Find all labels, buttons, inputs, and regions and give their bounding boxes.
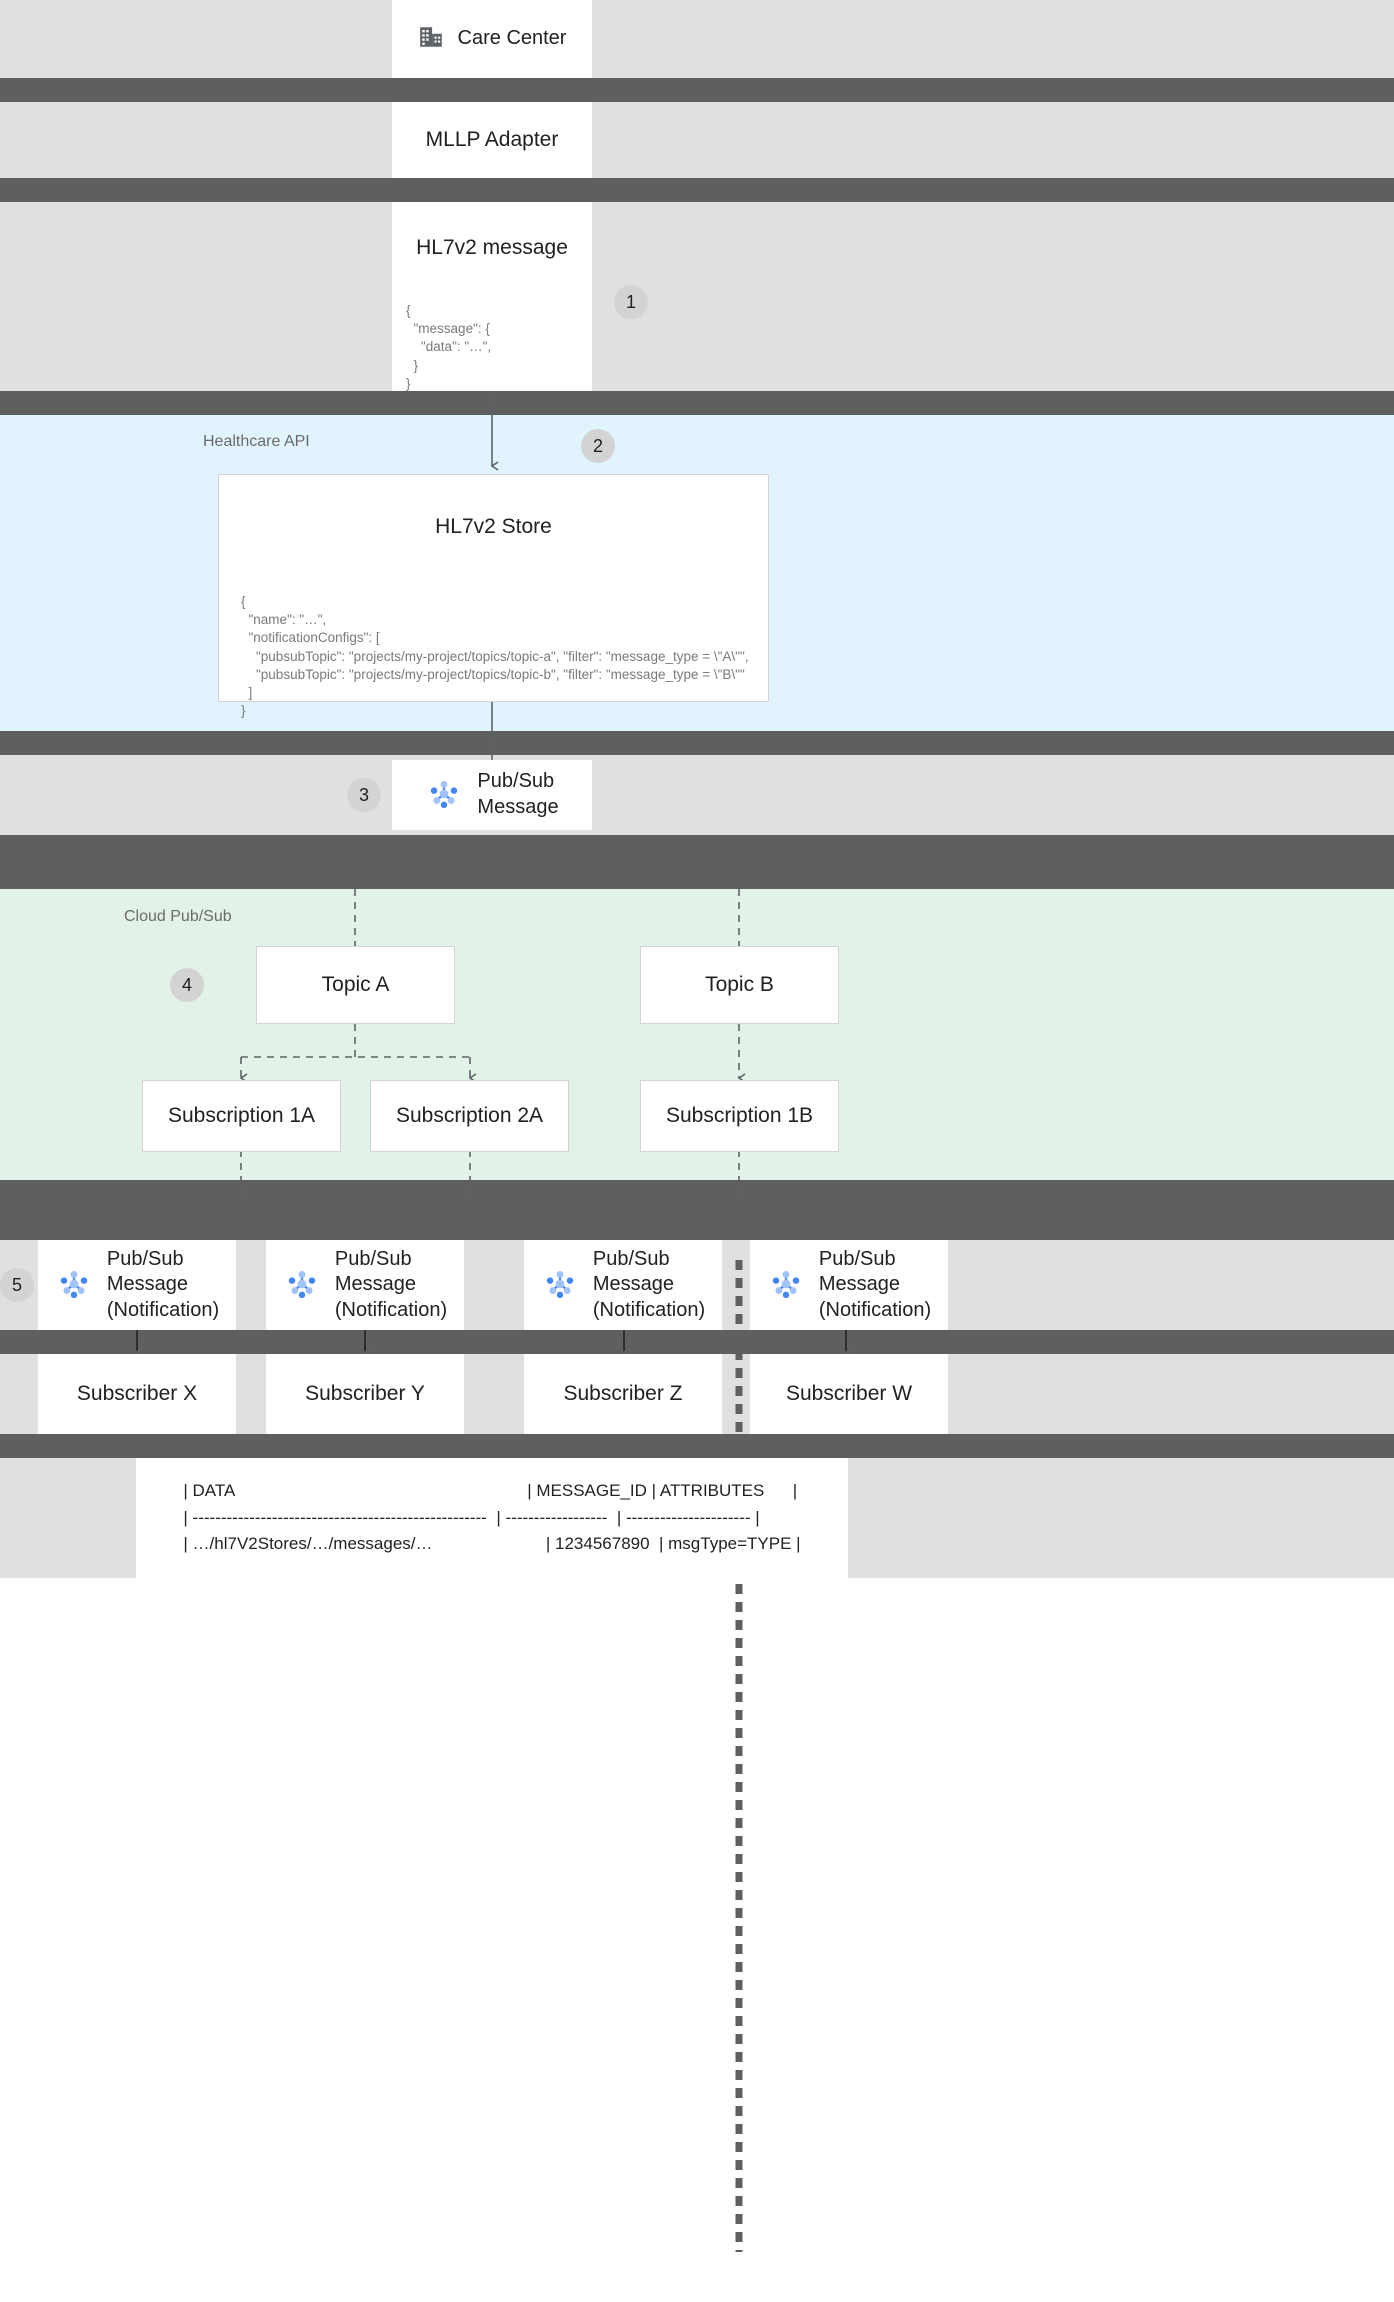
subscriber-z-label: Subscriber Z (563, 1382, 683, 1406)
output-table: | DATA | MESSAGE_ID | ATTRIBUTES | | ---… (136, 1458, 848, 1578)
node-hl7v2-message[interactable]: HL7v2 message { "message": { "data": "…"… (392, 202, 592, 391)
topic-a-label: Topic A (321, 973, 390, 997)
node-notification-z[interactable]: Pub/Sub Message (Notification) (524, 1240, 722, 1330)
badge-3: 3 (347, 778, 381, 812)
pubsub-icon (767, 1264, 805, 1307)
hl7v2-store-code: { "name": "…", "notificationConfigs": [ … (241, 594, 749, 719)
notification-z-label: Pub/Sub Message (Notification) (592, 1247, 706, 1321)
pubsub-icon (541, 1264, 579, 1307)
node-subscriber-y[interactable]: Subscriber Y (266, 1354, 464, 1434)
node-subscription-2a[interactable]: Subscription 2A (370, 1080, 569, 1152)
node-topic-b[interactable]: Topic B (640, 946, 839, 1024)
node-notification-w[interactable]: Pub/Sub Message (Notification) (750, 1240, 948, 1330)
band-footer (0, 1578, 1394, 2302)
band-care-center (0, 0, 1394, 78)
zone-label-cloud-pubsub: Cloud Pub/Sub (124, 908, 232, 925)
subscriber-y-label: Subscriber Y (305, 1382, 425, 1406)
node-notification-x[interactable]: Pub/Sub Message (Notification) (38, 1240, 236, 1330)
subscriber-x-label: Subscriber X (76, 1382, 198, 1406)
hl7v2-message-code: { "message": { "data": "…", } } (406, 303, 492, 391)
notification-y-label: Pub/Sub Message (Notification) (334, 1247, 448, 1321)
badge-1: 1 (614, 285, 648, 319)
pubsub-icon (425, 774, 463, 817)
zone-label-healthcare-api: Healthcare API (203, 433, 310, 450)
node-topic-a[interactable]: Topic A (256, 946, 455, 1024)
subscription-2a-label: Subscription 2A (395, 1104, 544, 1128)
band-hl7-message (0, 202, 1394, 391)
badge-2: 2 (581, 429, 615, 463)
care-center-label: Care Center (457, 27, 567, 50)
badge-4: 4 (170, 968, 204, 1002)
band-pubsub-message (0, 755, 1394, 835)
node-care-center[interactable]: Care Center (392, 0, 592, 78)
node-subscriber-w[interactable]: Subscriber W (750, 1354, 948, 1434)
node-subscription-1b[interactable]: Subscription 1B (640, 1080, 839, 1152)
node-mllp-adapter[interactable]: MLLP Adapter (392, 102, 592, 178)
node-subscriber-x[interactable]: Subscriber X (38, 1354, 236, 1434)
subscription-1b-label: Subscription 1B (665, 1104, 814, 1128)
building-icon (418, 24, 444, 55)
notification-w-label: Pub/Sub Message (Notification) (818, 1247, 932, 1321)
band-divider-1 (0, 78, 1394, 102)
node-subscriber-z[interactable]: Subscriber Z (524, 1354, 722, 1434)
band-divider-3 (0, 391, 1394, 415)
mllp-adapter-label: MLLP Adapter (425, 128, 559, 152)
band-divider-5 (0, 835, 1394, 889)
band-mllp (0, 102, 1394, 178)
hl7v2-store-title: HL7v2 Store (435, 515, 552, 538)
band-divider-8 (0, 1434, 1394, 1458)
node-pubsub-message[interactable]: Pub/Sub Message (392, 760, 592, 830)
band-divider-7 (0, 1330, 1394, 1354)
node-subscription-1a[interactable]: Subscription 1A (142, 1080, 341, 1152)
pubsub-icon (55, 1264, 93, 1307)
band-divider-4 (0, 731, 1394, 755)
topic-b-label: Topic B (705, 973, 774, 997)
band-divider-2 (0, 178, 1394, 202)
node-hl7v2-store[interactable]: HL7v2 Store { "name": "…", "notification… (218, 474, 769, 718)
hl7v2-message-title: HL7v2 message (416, 236, 568, 259)
subscriber-w-label: Subscriber W (785, 1382, 913, 1406)
subscription-1a-label: Subscription 1A (167, 1104, 316, 1128)
node-notification-y[interactable]: Pub/Sub Message (Notification) (266, 1240, 464, 1330)
output-table-text: | DATA | MESSAGE_ID | ATTRIBUTES | | ---… (183, 1481, 801, 1554)
band-divider-6 (0, 1180, 1394, 1240)
pubsub-icon (283, 1264, 321, 1307)
badge-5: 5 (0, 1268, 34, 1302)
notification-x-label: Pub/Sub Message (Notification) (106, 1247, 220, 1321)
pubsub-message-label: Pub/Sub Message (477, 770, 559, 818)
